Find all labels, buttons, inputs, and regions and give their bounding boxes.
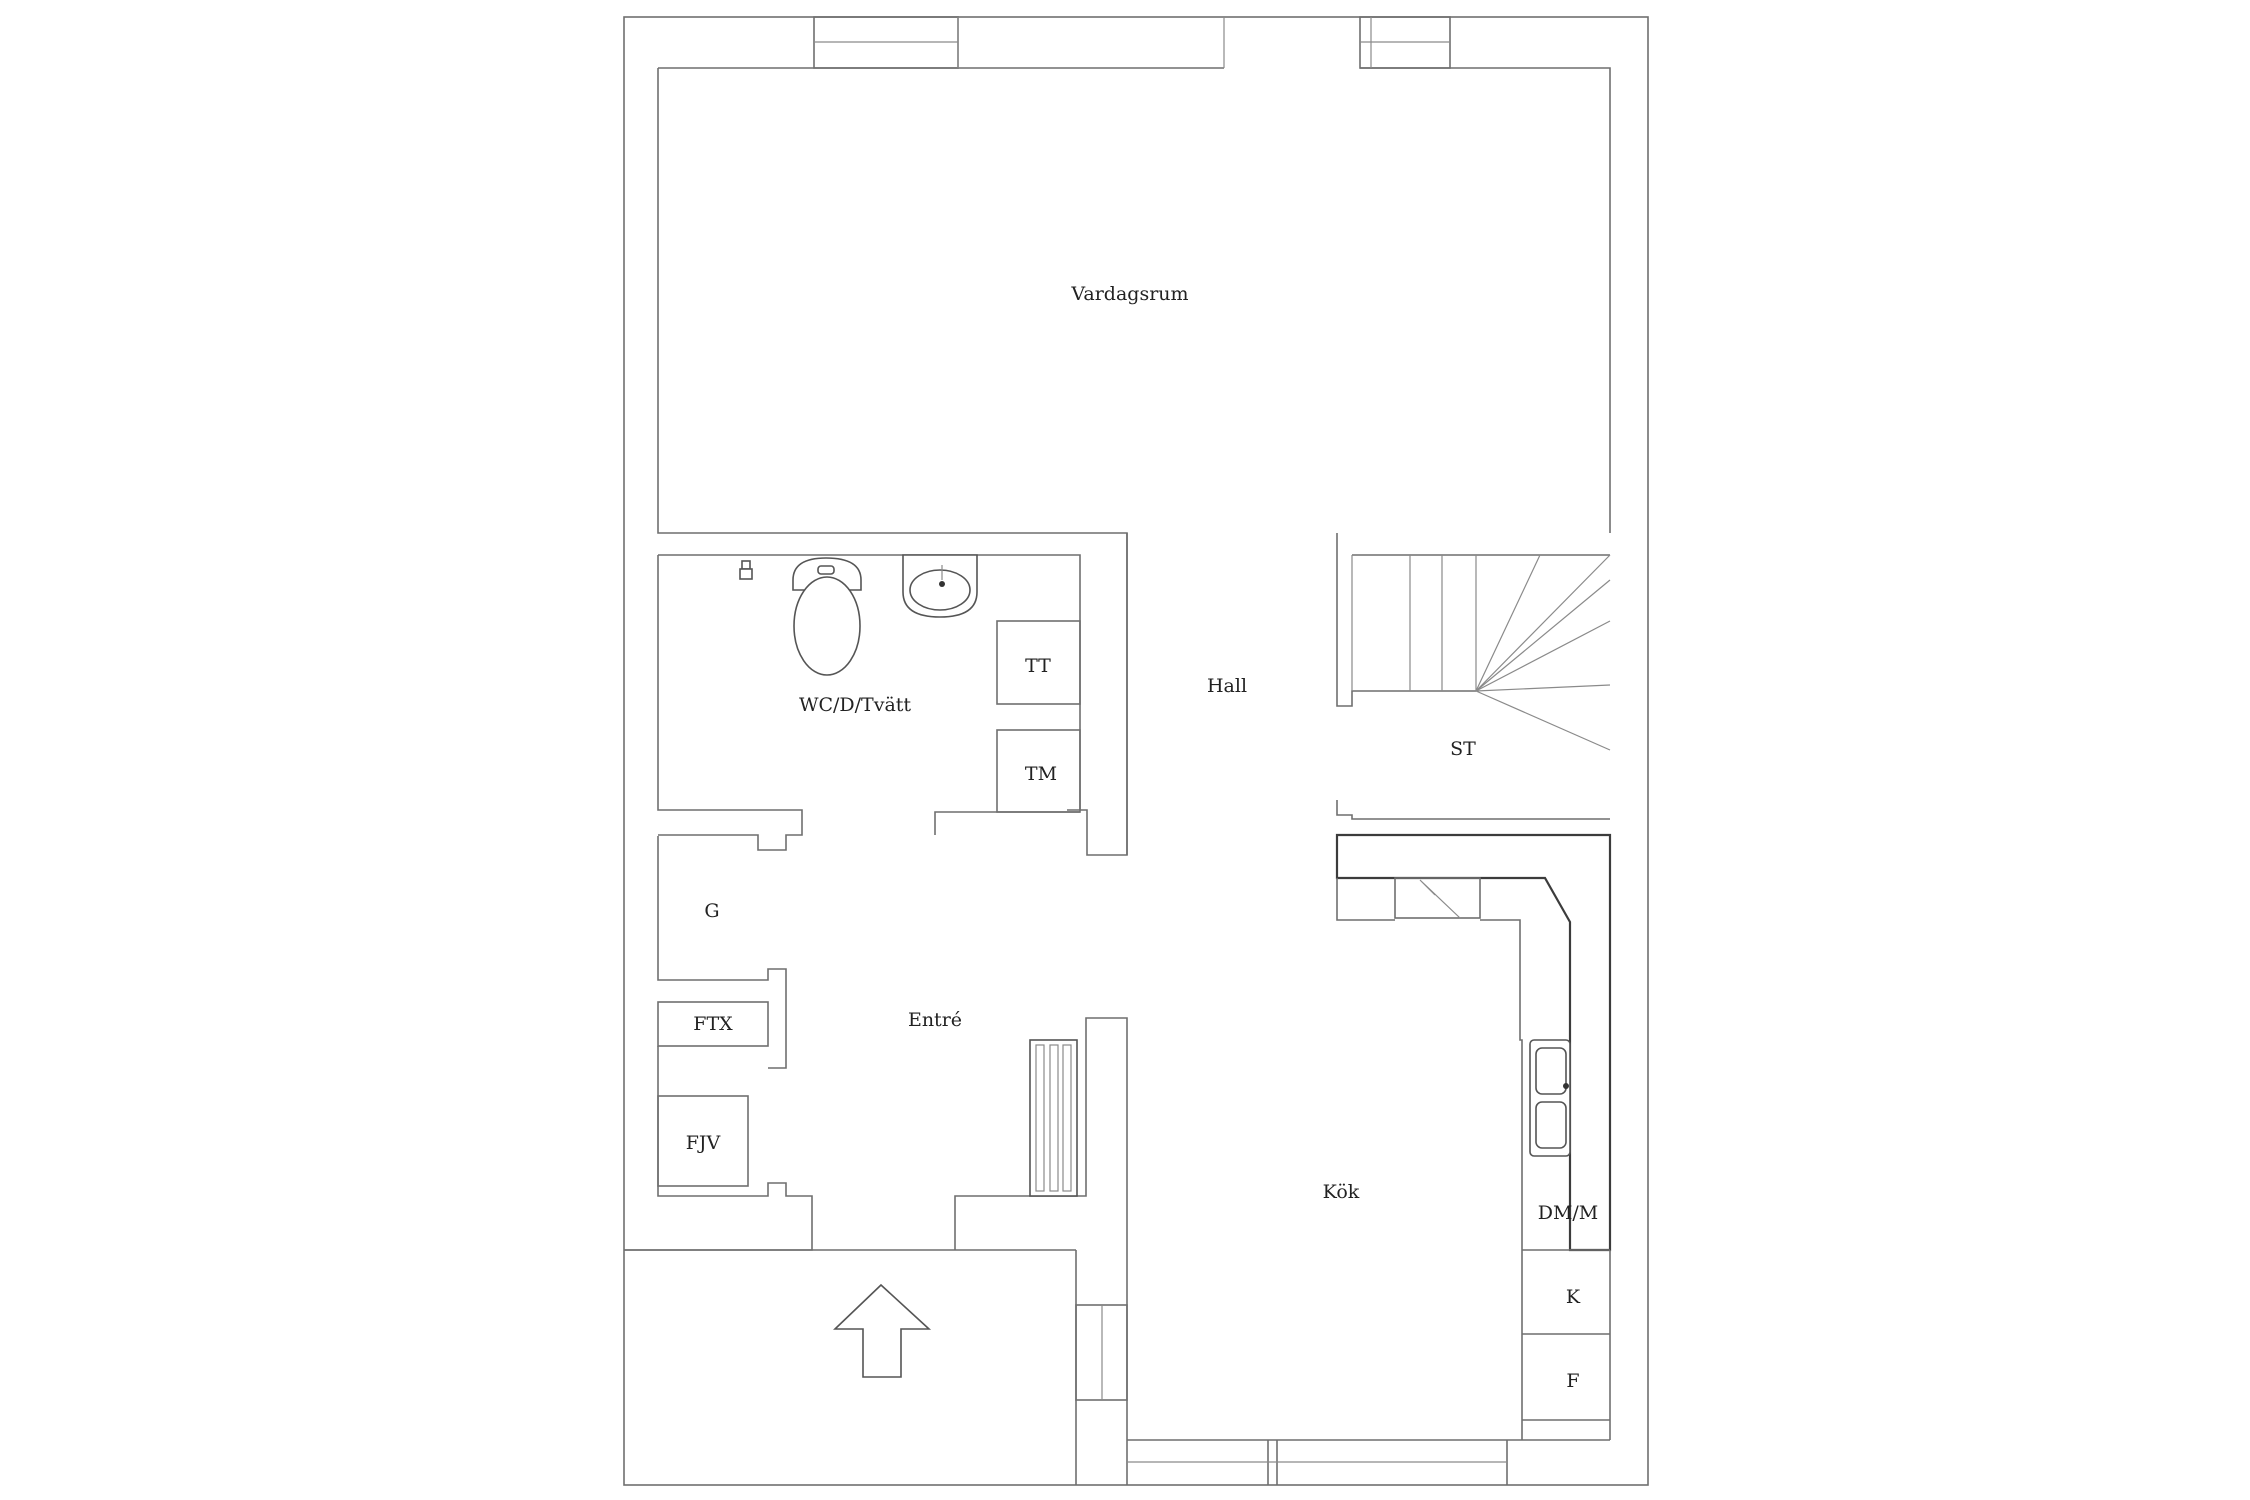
kitchen [1126, 833, 1612, 1485]
room-label-kok: Kök [1323, 1181, 1360, 1203]
room-label-tm: TM [1025, 763, 1057, 785]
radiator-icon [1029, 1039, 1078, 1197]
room-label-tt: TT [1025, 655, 1051, 677]
washbasin-icon [902, 554, 978, 618]
outer-walls [623, 16, 1649, 1486]
double-sink-icon [1529, 1039, 1571, 1157]
entrance-area [624, 836, 1128, 1485]
staircase-icon [1336, 533, 1611, 820]
room-label-vardagsrum: Vardagsrum [1070, 283, 1188, 305]
up-arrow-icon [833, 1283, 932, 1378]
room-label-entre: Entré [908, 1009, 962, 1031]
toilet-icon [792, 557, 862, 676]
wc-room [657, 533, 1128, 855]
room-label-g: G [704, 900, 719, 922]
room-label-f: F [1566, 1370, 1579, 1392]
room-label-wc: WC/D/Tvätt [799, 694, 911, 716]
room-label-k: K [1566, 1286, 1581, 1308]
room-label-ftx: FTX [693, 1013, 733, 1035]
shower-head-icon [739, 560, 753, 580]
room-label-hall: Hall [1207, 675, 1247, 697]
room-label-st: ST [1450, 738, 1476, 760]
room-label-fjv: FJV [686, 1132, 721, 1154]
room-label-dmm: DM/M [1538, 1202, 1599, 1224]
